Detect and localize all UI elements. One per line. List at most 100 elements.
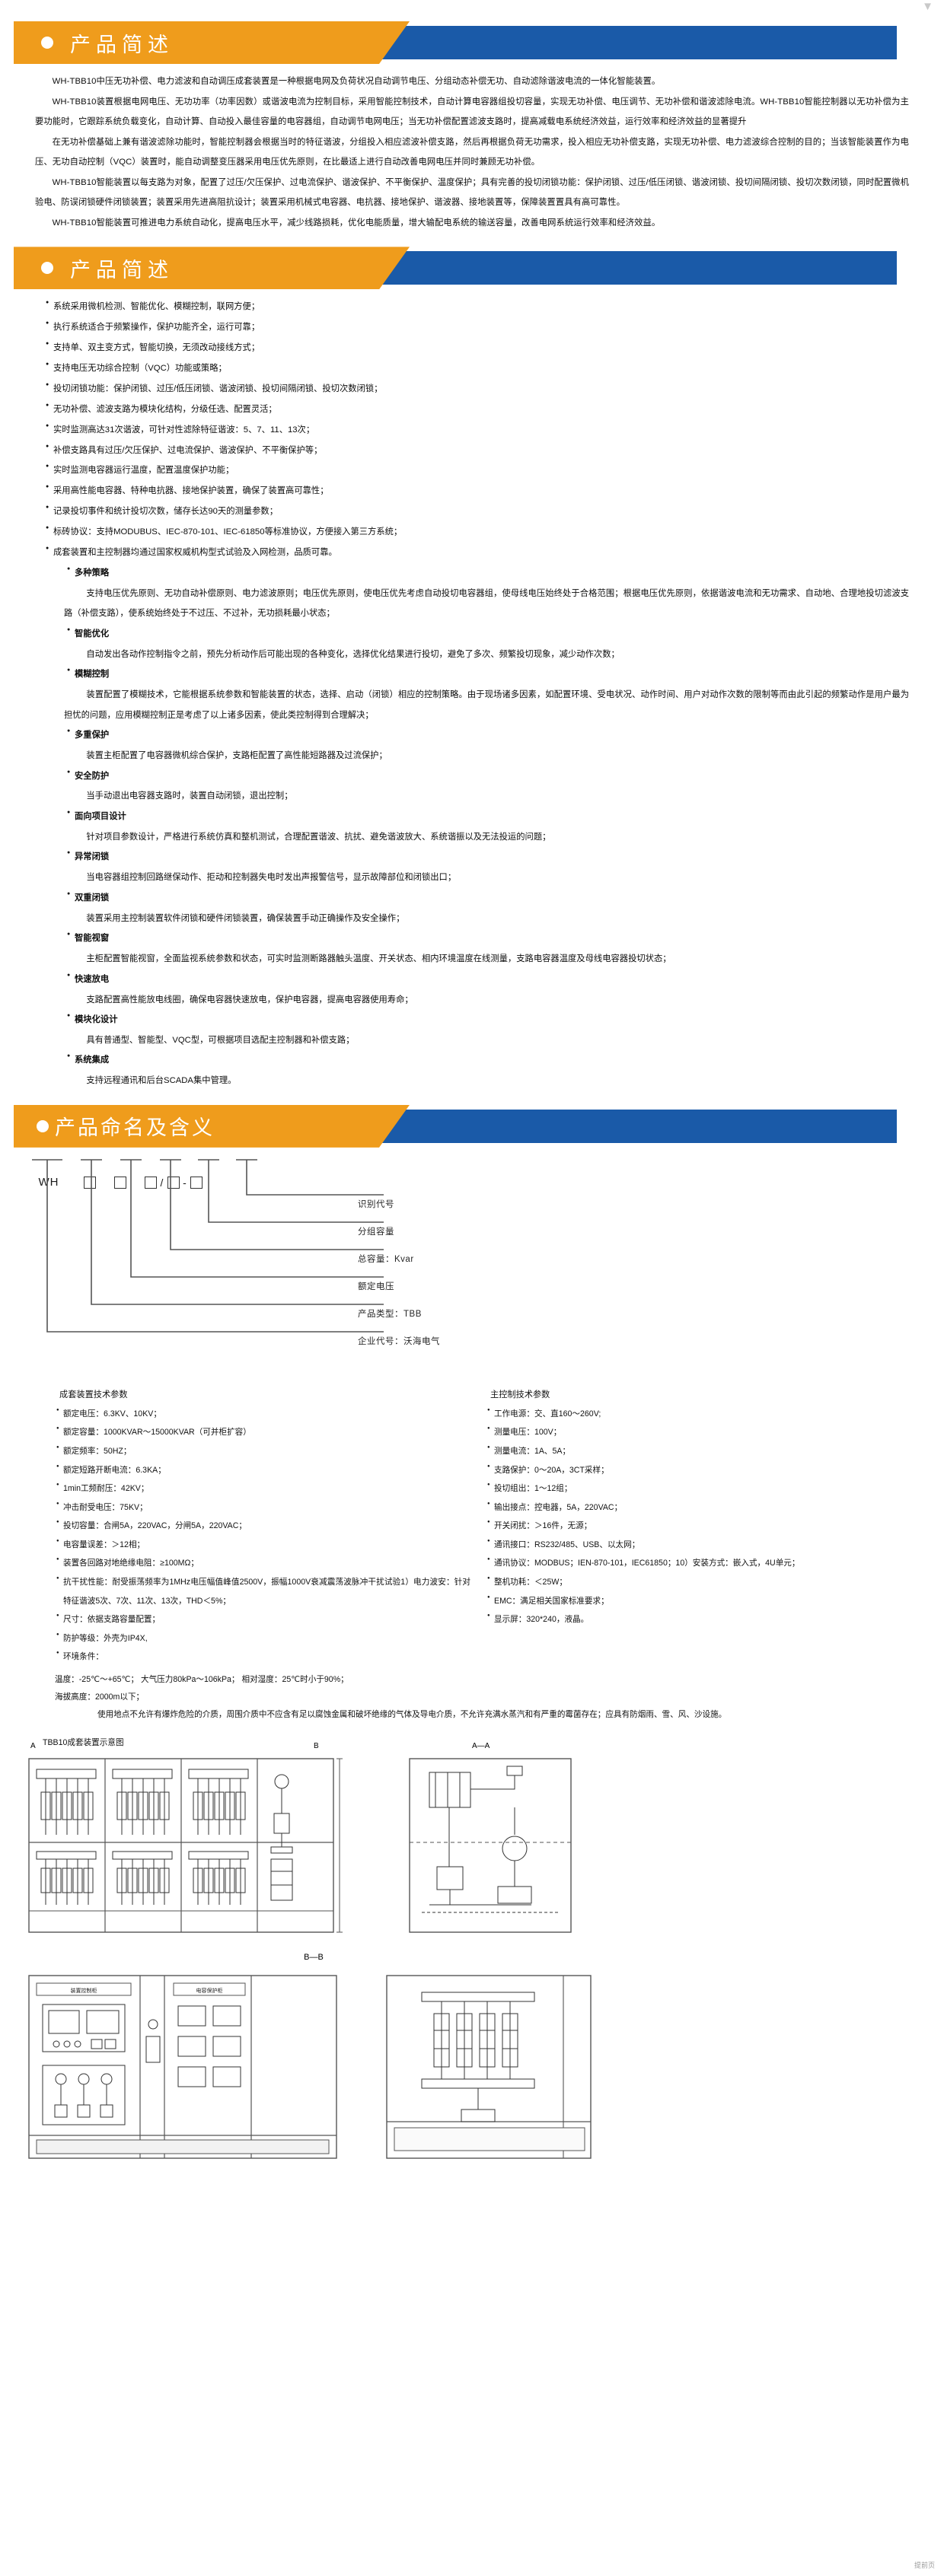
naming-label-4: 产品类型：TBB	[358, 1309, 422, 1319]
feature-item: 补偿支路具有过压/欠压保护、过电流保护、谐波保护、不平衡保护等；	[46, 441, 909, 461]
feature-subheading: 快速放电	[56, 970, 909, 990]
feature-subheading: 安全防护	[56, 766, 909, 787]
spec-item: 电容量误差：＞12相；	[56, 1536, 470, 1555]
view-label-bb-wrap: B—B	[26, 1950, 601, 1963]
bullet-dot-icon	[37, 1120, 49, 1132]
env-temperature: 温度：-25℃～+65℃；	[55, 1674, 139, 1684]
feature-item: 实时监测高达31次谐波，可针对性滤除特征谐波：5、7、11、13次；	[46, 420, 909, 441]
feature-description: 装置采用主控制装置软件闭锁和硬件闭锁装置，确保装置手动正确操作及安全操作；	[86, 913, 405, 923]
feature-description: 具有普通型、智能型、VQC型，可根据项目选配主控制器和补偿支路；	[86, 1035, 355, 1045]
intro-paragraph-2: WH-TBB10装置根据电网电压、无功功率（功率因数）或谐波电流为控制目标，采用…	[35, 97, 909, 127]
view-label-aa: A—A	[472, 1741, 490, 1750]
feature-subheading: 系统集成	[56, 1050, 909, 1071]
feature-item: 记录投切事件和统计投切次数，储存长达90天的测量参数；	[46, 502, 909, 522]
feature-description: 装置主柜配置了电容器微机综合保护，支路柜配置了高性能短路器及过流保护；	[86, 750, 387, 760]
spec-item: 抗干扰性能：耐受振荡频率为1MHz电压幅值峰值2500V，振幅1000V衰减震荡…	[56, 1573, 470, 1610]
naming-label-1: 分组容量	[358, 1227, 394, 1237]
feature-description: 主柜配置智能视窗，全面监视系统参数和状态，可实时监测断路器触头温度、开关状态、相…	[86, 954, 671, 964]
naming-diagram: WH / - 识别代号	[0, 1155, 944, 1384]
section-bb-drawing	[386, 1974, 592, 2159]
spec-item: 通讯接口：RS232/485、USB、以太网；	[487, 1536, 901, 1555]
naming-box-1[interactable]	[84, 1176, 96, 1189]
feature-item: 实时监测电容器运行温度，配置温度保护功能；	[46, 460, 909, 481]
spec-item: 工作电源：交、直160～260V;	[487, 1405, 901, 1424]
feature-subheading: 面向项目设计	[56, 807, 909, 827]
section-banner-features: 产品简述	[14, 247, 897, 289]
scroll-hint-label: 提前页	[914, 2562, 935, 2569]
spec-item: 投切组出：1～12组；	[487, 1479, 901, 1498]
section-title-features: 产品简述	[70, 258, 174, 282]
naming-label-0: 识别代号	[358, 1199, 394, 1209]
view-label-bb: B—B	[304, 1952, 324, 1962]
intro-paragraph-5: WH-TBB10智能装置可推进电力系统自动化，提高电压水平，减少线路损耗，优化电…	[52, 218, 661, 228]
spec-item: 装置各回路对地绝缘电阻：≥100MΩ；	[56, 1554, 470, 1573]
spec-left-list: 额定电压：6.3KV、10KV；额定容量：1000KVAR～15000KVAR（…	[56, 1405, 470, 1667]
spec-item: 额定短路开断电流：6.3KA；	[56, 1461, 470, 1480]
panel-view-group: 装置控制柜 电容保护柜	[26, 1971, 365, 2167]
control-panel-drawing: 装置控制柜 电容保护柜	[28, 1974, 337, 2159]
naming-slash: /	[160, 1176, 164, 1189]
drawing-row-bottom: 装置控制柜 电容保护柜	[26, 1971, 918, 2167]
drawing-row-top: A B	[26, 1742, 918, 1945]
feature-item: 支持电压无功综合控制（VQC）功能或策略；	[46, 358, 909, 379]
env-paragraph: 使用地点不允许有爆炸危险的介质，周围介质中不应含有足以腐蚀金属和破坏绝缘的气体及…	[97, 1710, 727, 1720]
env-altitude: 海拔高度：2000m以下；	[55, 1692, 145, 1702]
spec-left-title: 成套装置技术参数	[59, 1390, 128, 1399]
scroll-up-chevron-icon[interactable]: ▼	[922, 0, 933, 13]
env-pressure: 大气压力80kPa～106kPa；	[141, 1674, 240, 1684]
naming-box-4[interactable]	[167, 1176, 180, 1189]
feature-item: 投切闭锁功能：保护闭锁、过压/低压闭锁、谐波闭锁、投切间隔闭锁、投切次数闭锁；	[46, 379, 909, 400]
feature-subheading: 智能优化	[56, 624, 909, 645]
intro-paragraph-4: WH-TBB10智能装置以每支路为对象，配置了过压/欠压保护、过电流保护、谐波保…	[35, 177, 909, 208]
spec-item: 防护等级：外壳为IP4X,	[56, 1629, 470, 1648]
feature-subheading: 模糊控制	[56, 664, 909, 685]
feature-description: 自动发出各动作控制指令之前，预先分析动作后可能出现的各种变化，选择优化结果进行投…	[86, 649, 620, 659]
spec-item: 冲击耐受电压：75KV；	[56, 1498, 470, 1517]
naming-label-2: 总容量：Kvar	[358, 1254, 414, 1264]
spec-item: 额定频率：50HZ；	[56, 1442, 470, 1461]
banner-orange-tab: 产品简述	[14, 21, 410, 64]
feature-item: 系统采用微机检测、智能优化、模糊控制，联网方便；	[46, 297, 909, 317]
feature-subheading: 模块化设计	[56, 1010, 909, 1030]
feature-item: 无功补偿、滤波支路为模块化结构，分级任选、配置灵活；	[46, 400, 909, 420]
view-marker-b-right: B	[314, 1741, 319, 1750]
spec-item: EMC：满足相关国家标准要求；	[487, 1592, 901, 1611]
spec-item: 额定容量：1000KVAR～15000KVAR（可并柜扩容）	[56, 1423, 470, 1442]
spec-right-list: 工作电源：交、直160～260V;测量电压：100V；测量电流：1A、5A；支路…	[487, 1405, 901, 1629]
naming-box-3[interactable]	[145, 1176, 157, 1189]
panel-label-1: 电容保护柜	[196, 1987, 223, 1994]
spec-item: 环境条件：	[56, 1648, 470, 1667]
feature-item: 采用高性能电容器、特种电抗器、接地保护装置，确保了装置高可靠性；	[46, 481, 909, 502]
feature-item: 标砖协议：支持MODUBUS、IEC-870-101、IEC-61850等标准协…	[46, 522, 909, 543]
feature-subheading: 双重闭锁	[56, 888, 909, 909]
intro-paragraph-1: WH-TBB10中压无功补偿、电力滤波和自动调压成套装置是一种根据电网及负荷状况…	[52, 77, 661, 86]
naming-label-5: 企业代号：沃海电气	[358, 1336, 440, 1346]
spec-item: 尺寸：依据支路容量配置；	[56, 1610, 470, 1629]
env-humidity: 相对湿度：25℃时小于90%；	[241, 1674, 349, 1684]
feature-description: 支持远程通讯和后台SCADA集中管理。	[86, 1076, 237, 1086]
naming-dash: -	[183, 1176, 187, 1189]
section-aa-drawing	[409, 1757, 572, 1933]
naming-code-prefix: WH	[38, 1175, 59, 1189]
spec-item: 测量电压：100V；	[487, 1423, 901, 1442]
spec-item: 开关闭扰：＞16件，无源；	[487, 1517, 901, 1536]
feature-item: 支持单、双主变方式，智能切换，无须改动接线方式；	[46, 338, 909, 358]
section-bb-group	[376, 1971, 604, 2167]
naming-box-5[interactable]	[190, 1176, 203, 1189]
front-view-group: A B	[26, 1742, 365, 1945]
panel-label-0: 装置控制柜	[71, 1987, 97, 1994]
spec-column-left: 成套装置技术参数 额定电压：6.3KV、10KV；额定容量：1000KVAR～1…	[56, 1388, 470, 1667]
environment-note: 温度：-25℃～+65℃； 大气压力80kPa～106kPa； 相对湿度：25℃…	[0, 1667, 944, 1724]
section-banner-naming: 产品命名及含义	[14, 1105, 897, 1148]
feature-subheading: 异常闭锁	[56, 847, 909, 868]
features-body: 系统采用微机检测、智能优化、模糊控制，联网方便；执行系统适合于频繁操作，保护功能…	[0, 297, 944, 1091]
feature-subheading: 多重保护	[56, 725, 909, 746]
naming-box-2[interactable]	[114, 1176, 126, 1189]
spec-item: 支路保护：0～20A，3CT采样；	[487, 1461, 901, 1480]
spec-item: 投切容量：合闸5A，220VAC，分闸5A，220VAC；	[56, 1517, 470, 1536]
intro-body: WH-TBB10中压无功补偿、电力滤波和自动调压成套装置是一种根据电网及负荷状况…	[0, 72, 944, 233]
feature-subheading: 多种策略	[56, 563, 909, 584]
spec-item: 通讯协议：MODBUS；IEN-870-101，IEC61850；10）安装方式…	[487, 1554, 901, 1573]
spec-item: 额定电压：6.3KV、10KV；	[56, 1405, 470, 1424]
